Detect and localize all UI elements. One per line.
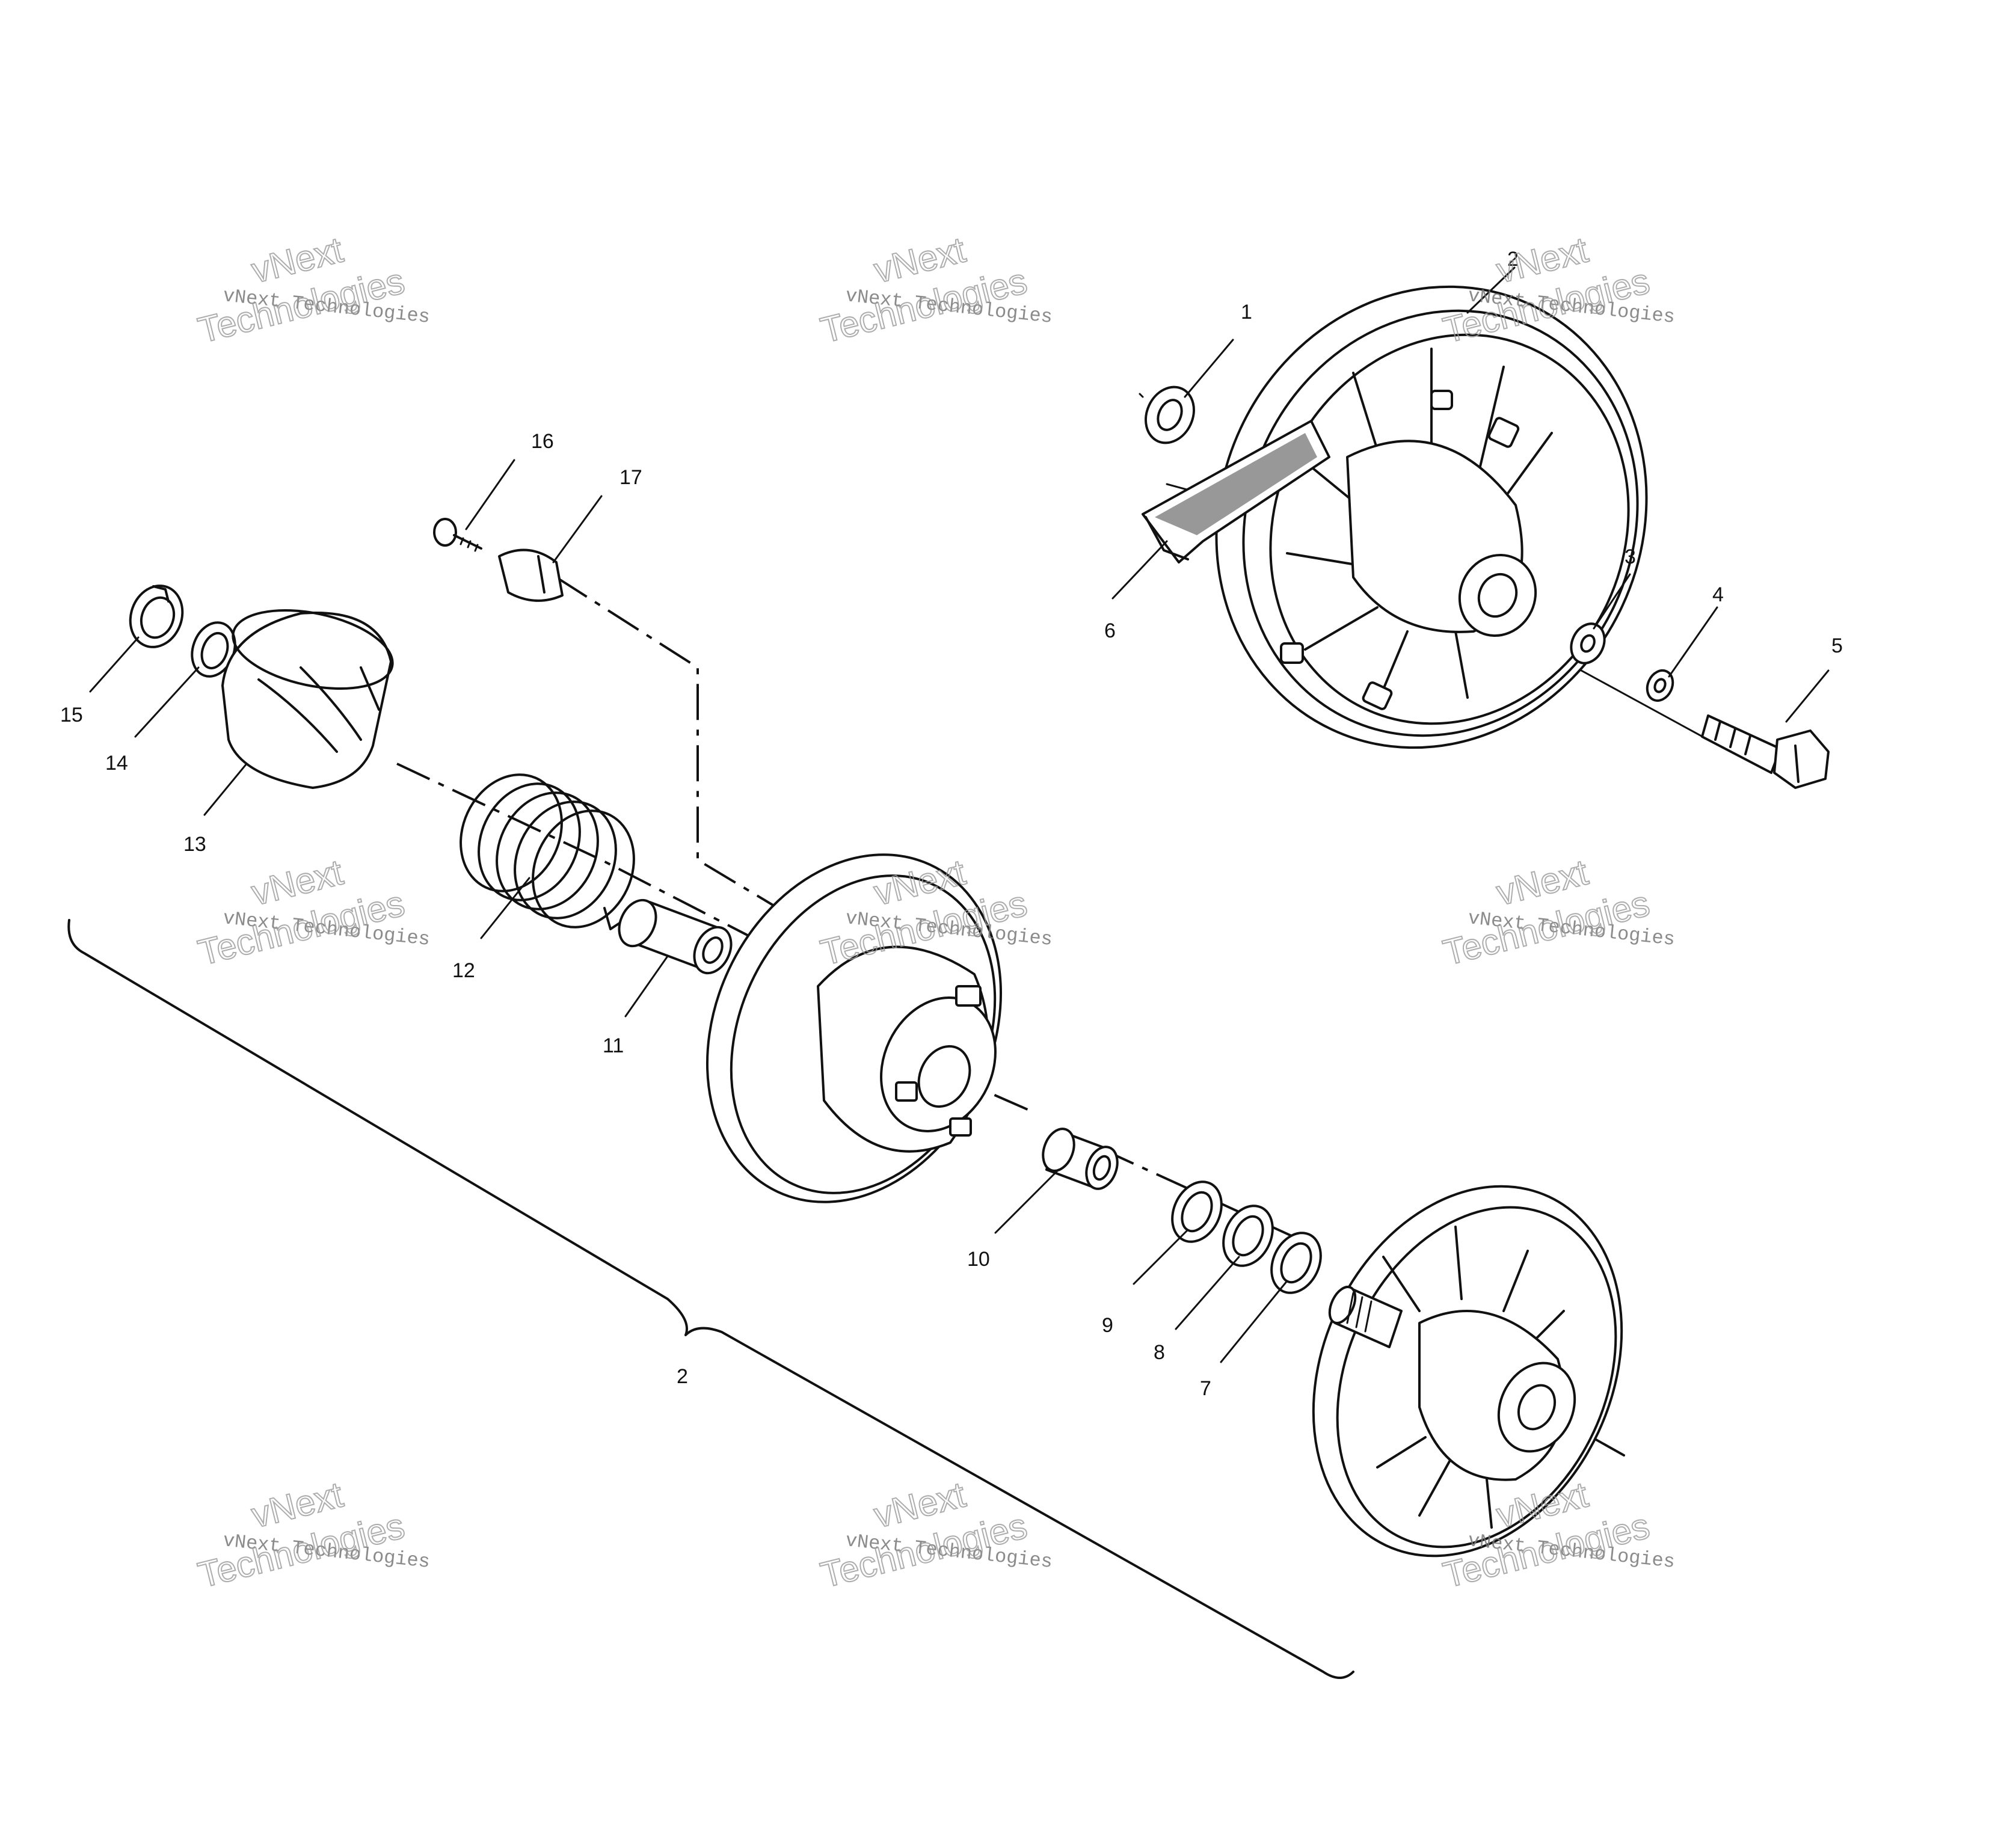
- callout-11: 11: [603, 1034, 624, 1057]
- callout-12: 12: [452, 959, 475, 982]
- callout-3: 3: [1625, 545, 1636, 568]
- part-15-snap-ring: [129, 585, 184, 648]
- callout-10: 10: [967, 1248, 990, 1271]
- callout-2-top: 2: [1507, 248, 1519, 271]
- watermark: vNext Technologies vNext Technologies: [194, 229, 431, 351]
- leader-lines: [89, 266, 1830, 1363]
- watermark: vNext Technologies vNext Technologies: [194, 1473, 431, 1596]
- callout-7: 7: [1200, 1377, 1211, 1400]
- part-stationary-sheave-shaft: [1312, 1185, 1623, 1558]
- part-5-bolt: [1701, 714, 1830, 789]
- callout-2-bracket: 2: [677, 1365, 688, 1388]
- callout-9: 9: [1102, 1314, 1113, 1337]
- callout-numbers: 1 2 3 4 5 6 7 8 9 10 11 12 13 14 15 16 1…: [60, 248, 1843, 1400]
- callout-1: 1: [1241, 301, 1252, 324]
- watermark: vNext Technologies vNext Technologies: [1439, 851, 1676, 974]
- part-9-washer: [1171, 1180, 1223, 1243]
- part-6-drive-belt: [1142, 420, 1330, 563]
- callout-17: 17: [619, 466, 642, 489]
- callout-16: 16: [531, 430, 554, 453]
- callout-4: 4: [1712, 583, 1724, 606]
- callout-13: 13: [183, 833, 206, 856]
- part-13-helix: [221, 609, 394, 789]
- callout-14: 14: [105, 752, 128, 775]
- watermark: vNext Technologies vNext Technologies: [816, 229, 1054, 351]
- part-4-lock-washer: [1646, 669, 1674, 702]
- part-11-bushing: [618, 898, 733, 975]
- watermark: vNext Technologies vNext Technologies: [816, 1473, 1054, 1596]
- watermark: vNext Technologies vNext Technologies: [194, 851, 431, 974]
- part-16-screw: [433, 518, 482, 552]
- callout-15: 15: [60, 704, 83, 726]
- callout-6: 6: [1104, 619, 1116, 642]
- part-7-washer: [1270, 1232, 1322, 1294]
- assembly-bracket: [67, 919, 1354, 1679]
- part-movable-sheave: [706, 853, 1002, 1203]
- part-17-roller-button: [498, 548, 564, 602]
- part-8-washer: [1222, 1205, 1274, 1267]
- callout-8: 8: [1154, 1341, 1165, 1364]
- part-12-spring: [460, 773, 635, 930]
- part-1-washer: [1139, 385, 1195, 444]
- part-10-bushing: [1042, 1128, 1119, 1190]
- callout-5: 5: [1831, 634, 1843, 657]
